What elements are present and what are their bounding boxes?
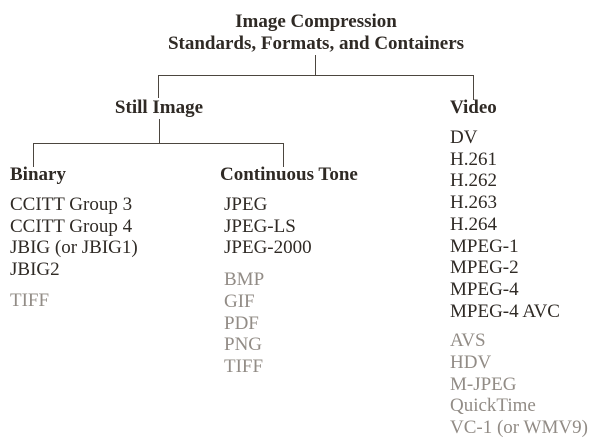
format-item: QuickTime (450, 395, 536, 417)
connector-binary-drop (33, 143, 34, 167)
connector-still-image-stem (159, 119, 160, 144)
connector-still-horizontal (33, 143, 284, 144)
connector-continuous-drop (283, 143, 284, 167)
connector-video-drop (473, 75, 474, 100)
diagram-title: Image Compression Standards, Formats, an… (168, 11, 464, 54)
format-item: MPEG-2 (450, 257, 519, 279)
format-item: HDV (450, 352, 492, 374)
format-item: PDF (224, 312, 259, 334)
format-item: JBIG (or JBIG1) (10, 237, 138, 259)
format-item: DV (450, 127, 478, 148)
format-item: VC-1 (or WMV9) (450, 417, 588, 439)
diagram-title-line1: Image Compression (235, 11, 397, 32)
format-item: H.261 (450, 148, 497, 170)
format-item: CCITT Group 3 (10, 194, 133, 215)
format-item: JPEG-2000 (224, 237, 312, 259)
diagram-title-line2: Standards, Formats, and Containers (167, 32, 465, 54)
connector-main-horizontal (158, 75, 474, 76)
format-item: JBIG2 (10, 259, 60, 281)
format-item: MPEG-1 (450, 235, 519, 257)
format-item: MPEG-4 (450, 278, 519, 300)
node-label-continuous-tone: Continuous Tone (220, 164, 358, 185)
node-label-binary: Binary (10, 164, 66, 185)
format-item: M-JPEG (450, 373, 517, 395)
node-label-still-image: Still Image (114, 97, 204, 118)
format-item: H.264 (450, 213, 497, 235)
format-item: BMP (224, 269, 265, 291)
format-item: TIFF (10, 289, 50, 311)
format-item: JPEG (224, 194, 268, 215)
format-item: AVS (450, 330, 486, 352)
format-item: GIF (224, 290, 255, 312)
format-item: TIFF (224, 355, 264, 377)
node-label-video: Video (450, 97, 497, 118)
format-item: CCITT Group 4 (10, 215, 133, 237)
format-item: H.262 (450, 170, 497, 192)
format-item: PNG (224, 334, 263, 356)
binary-secondary-formats: TIFF (10, 290, 138, 312)
connector-title-stem (315, 55, 316, 76)
connector-still-image-drop (158, 75, 159, 98)
format-item: JPEG-LS (224, 215, 296, 237)
format-item: MPEG-4 AVC (450, 300, 560, 322)
format-item: H.263 (450, 192, 497, 214)
